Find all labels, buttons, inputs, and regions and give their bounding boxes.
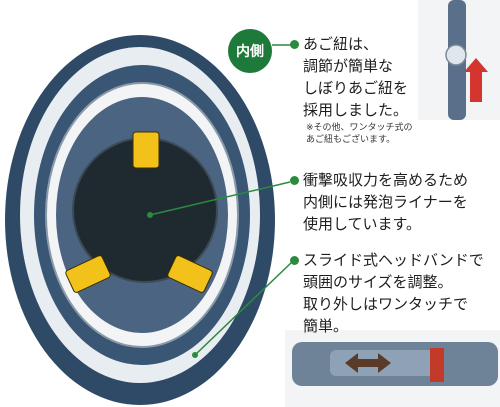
foam-liner (73, 138, 217, 282)
note-line: 衝撃吸収力を高めるため (303, 171, 469, 189)
footnote-line: あご紐もございます。 (306, 135, 396, 145)
badge-label: 内側 (236, 44, 264, 60)
leader-line-3 (194, 261, 293, 356)
note-line: 調節が簡単な (303, 57, 394, 75)
note-line: あご紐は、 (303, 35, 379, 53)
slide-arrow-icon (345, 353, 391, 373)
clip-top (132, 131, 160, 169)
note-headband: スライド式ヘッドバンドで 頭囲のサイズを調整。 取り外しはワンタッチで 簡単。 (303, 249, 484, 337)
bullet-dot-3 (290, 256, 299, 265)
note-line: 取り外しはワンタッチで (303, 295, 469, 313)
chinstrap-buckle (445, 44, 467, 66)
note-liner: 衝撃吸収力を高めるため 内側には発泡ライナーを 使用しています。 (303, 169, 468, 235)
note-chinstrap: あご紐は、 調節が簡単な しぼりあご紐を 採用しました。 (303, 33, 408, 121)
note-line: スライド式ヘッドバンドで (303, 251, 484, 269)
note-line: 頭囲のサイズを調整。 (303, 273, 453, 291)
footnote-line: ※その他、ワンタッチ式の (306, 123, 413, 133)
note-line: 内側には発泡ライナーを (303, 193, 468, 211)
clip-left (65, 255, 111, 293)
note-line: 採用しました。 (303, 101, 409, 119)
clip-right (167, 255, 213, 293)
inside-badge: 内側 (228, 29, 272, 73)
note-line: 簡単。 (303, 317, 349, 335)
arrow-up-icon (464, 58, 488, 102)
bullet-dot-2 (290, 176, 299, 185)
red-stripe (430, 348, 444, 382)
note-line: しぼりあご紐を (303, 79, 409, 97)
footnote: ※その他、ワンタッチ式の あご紐もございます。 (306, 122, 413, 146)
bullet-dot-1 (290, 40, 299, 49)
leader-line-2 (149, 181, 291, 216)
note-line: 使用しています。 (303, 215, 422, 233)
